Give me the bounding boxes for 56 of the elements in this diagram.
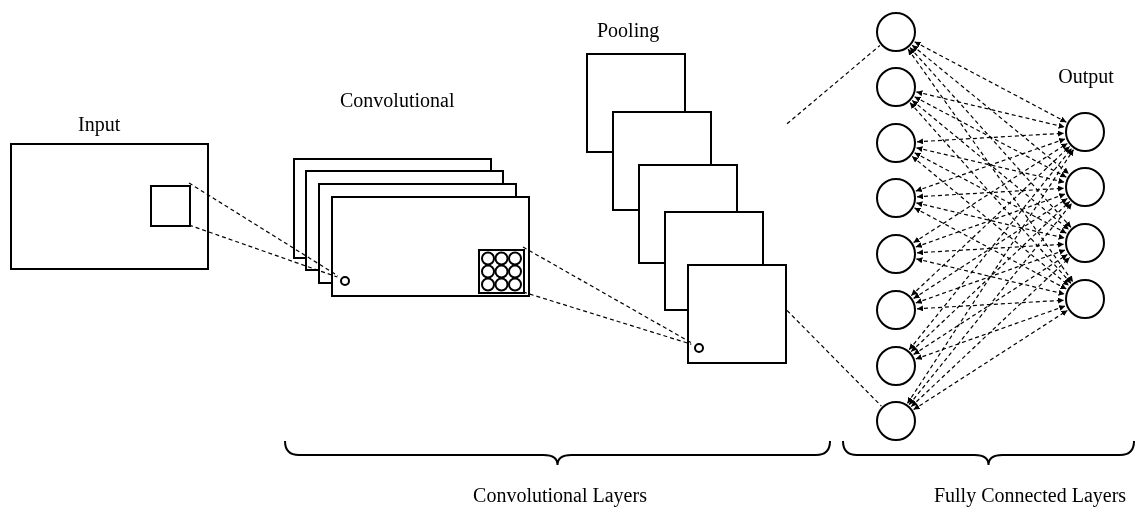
dashed-connector bbox=[910, 200, 1071, 353]
dashed-connector bbox=[915, 193, 1066, 248]
dashed-connector bbox=[909, 47, 1072, 228]
dashed-connector bbox=[522, 291, 692, 345]
dashed-connector bbox=[911, 99, 1070, 231]
dashed-connector bbox=[916, 185, 1065, 200]
dashed-connector bbox=[786, 44, 881, 125]
neuron-circle bbox=[876, 234, 916, 274]
dashed-connector bbox=[522, 246, 693, 344]
layer-title: Pooling bbox=[597, 18, 660, 42]
layer-title: Output bbox=[1058, 64, 1114, 88]
neuron-circle bbox=[876, 346, 916, 386]
dashed-connector bbox=[913, 142, 1068, 244]
feature-point bbox=[694, 343, 704, 353]
dashed-connector bbox=[915, 138, 1066, 192]
neuron-circle bbox=[876, 290, 916, 330]
dashed-connector bbox=[913, 207, 1068, 290]
dashed-connector bbox=[906, 149, 1075, 404]
dashed-connector bbox=[188, 224, 338, 278]
layer-title: Convolutional bbox=[340, 88, 455, 112]
output-neuron-circle bbox=[1065, 279, 1105, 319]
neuron-circle bbox=[876, 123, 916, 163]
dashed-connector bbox=[915, 90, 1066, 129]
dashed-connector bbox=[915, 305, 1066, 360]
dashed-connector bbox=[908, 202, 1073, 406]
dashed-connector bbox=[913, 253, 1068, 356]
dashed-connector bbox=[915, 249, 1066, 304]
dashed-connector bbox=[909, 102, 1072, 284]
dashed-connector bbox=[916, 130, 1065, 145]
neuron-circle bbox=[876, 401, 916, 441]
receptive-field-box bbox=[150, 185, 191, 227]
dashed-connector bbox=[914, 96, 1067, 178]
bracket-label: Convolutional Layers bbox=[473, 483, 647, 507]
dashed-connector bbox=[911, 44, 1070, 175]
neuron-circle bbox=[876, 67, 916, 107]
dashed-connector bbox=[913, 309, 1068, 411]
dashed-connector bbox=[908, 147, 1073, 351]
output-neuron-circle bbox=[1065, 112, 1105, 152]
dashed-connector bbox=[914, 41, 1067, 123]
dashed-connector bbox=[786, 309, 882, 407]
output-neuron-circle bbox=[1065, 223, 1105, 263]
dashed-connector bbox=[907, 48, 1074, 283]
dashed-connector bbox=[914, 152, 1067, 234]
dashed-connector bbox=[915, 257, 1066, 296]
dashed-connector bbox=[913, 197, 1068, 300]
bracket-label: Fully Connected Layers bbox=[933, 483, 1127, 507]
layer-title: Input bbox=[78, 112, 121, 136]
neuron-circle bbox=[876, 178, 916, 218]
output-neuron-circle bbox=[1065, 167, 1105, 207]
dashed-connector bbox=[910, 256, 1071, 408]
dashed-connector bbox=[915, 201, 1066, 240]
dashed-connector bbox=[915, 146, 1066, 184]
dashed-connector bbox=[916, 297, 1065, 312]
dashed-connector bbox=[916, 241, 1065, 256]
feature-point bbox=[340, 276, 350, 286]
neuron-circle bbox=[876, 12, 916, 52]
